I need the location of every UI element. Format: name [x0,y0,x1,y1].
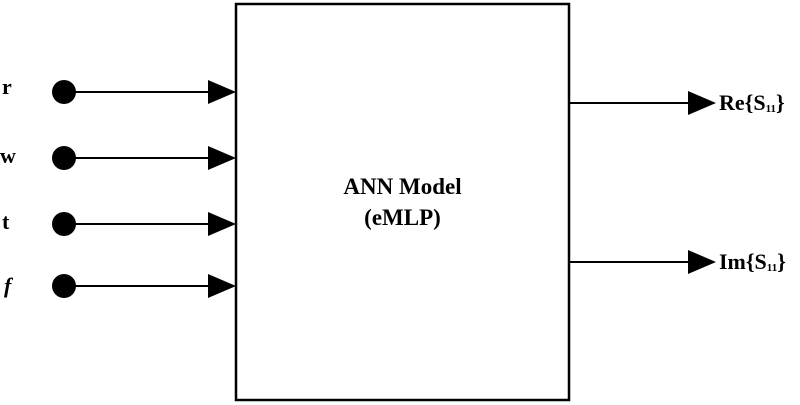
output-im-subscript: 11 [766,262,778,274]
ann-model-box [234,2,571,402]
input-f-connector [52,274,236,298]
output-re-prefix: Re{S [719,90,766,115]
input-w-arrowhead [208,146,236,170]
output-im-arrowhead [688,250,716,274]
input-t-connector [52,212,236,236]
input-w-connector [52,146,236,170]
input-f-arrowhead [208,274,236,298]
input-t-arrowhead [208,212,236,236]
input-r-connector [52,80,236,104]
model-subname: (eMLP) [364,205,441,230]
input-label-t: t [2,209,10,234]
input-r-arrowhead [208,80,236,104]
output-re-suffix: } [775,90,785,115]
output-label-im: Im{S11} [719,251,786,274]
input-label-r: r [2,74,12,99]
output-im-connector [569,250,716,274]
model-name: ANN Model [343,174,462,199]
input-label-f: f [4,273,12,298]
input-label-w: w [0,143,16,168]
output-re-connector [569,91,716,115]
output-im-suffix: } [777,249,786,274]
output-re-subscript: 11 [765,103,776,115]
output-im-prefix: Im{S [719,249,767,274]
output-label-re: Re{S11} [719,92,785,115]
output-re-arrowhead [688,91,716,115]
